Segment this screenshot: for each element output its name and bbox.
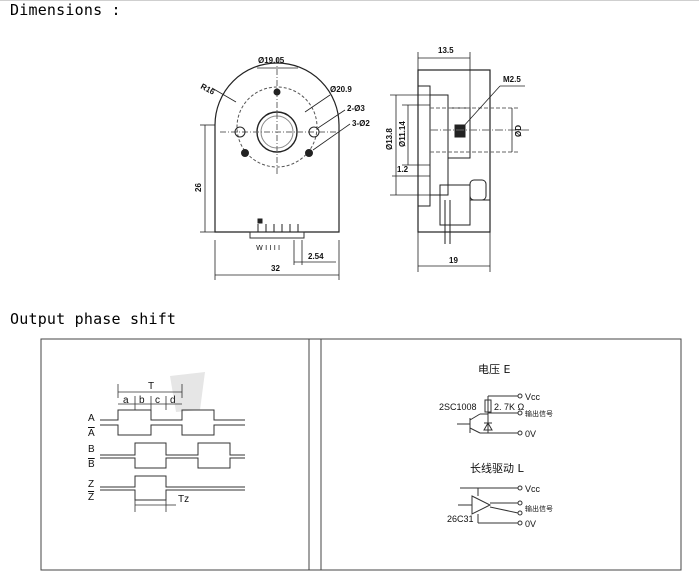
top-rule [0, 0, 699, 1]
voltage-title: 电压 E [478, 363, 510, 376]
signal-b: B [88, 444, 95, 455]
dim-r16: R16 [199, 82, 217, 97]
timing-a: a [123, 395, 129, 406]
vcc-2: Vcc [525, 484, 541, 494]
transistor-2: 26C31 [447, 514, 474, 524]
dim-holes-2: 2-Ø3 [347, 104, 365, 113]
vcc-1: Vcc [525, 392, 541, 402]
dim-holes-3: 3-Ø2 [352, 119, 370, 128]
phase-panel-frame [40, 338, 682, 571]
ground-2: 0V [525, 519, 536, 529]
timing-period: T [148, 381, 154, 392]
ground-1: 0V [525, 429, 536, 439]
dimensions-heading: Dimensions : [10, 1, 121, 19]
pin-labels: W I I I I [256, 244, 280, 252]
resistor-value: 2. 7K Ω [494, 402, 525, 412]
dim-dia-20: Ø20.9 [330, 85, 352, 94]
dim-side-top: 13.5 [438, 46, 454, 55]
signal-z-bar: Z [88, 492, 94, 503]
front-view-drawing [200, 58, 351, 280]
dim-side-d1: Ø13.8 [385, 128, 394, 150]
timing-diagram [100, 372, 245, 512]
phase-shift-heading: Output phase shift [10, 310, 177, 328]
transistor-1: 2SC1008 [439, 402, 477, 412]
timing-b: b [139, 395, 145, 406]
dim-height: 26 [194, 183, 203, 192]
circuit-diagrams [457, 393, 523, 526]
dim-shaft: ØD [514, 125, 523, 137]
timing-c: c [155, 395, 160, 406]
signal-a-bar: A [88, 428, 95, 439]
output-signal-1: 输出信号 [525, 409, 553, 418]
dim-pitch: 2.54 [308, 252, 324, 261]
dim-dia-19: Ø19.05 [258, 56, 285, 65]
signal-b-bar: B [88, 459, 95, 470]
timing-d: d [170, 395, 176, 406]
output-signal-2: 输出信号 [525, 504, 553, 513]
driver-title: 长线驱动 L [470, 461, 524, 475]
dim-width: 32 [271, 264, 280, 273]
dim-side-d2: Ø11.14 [398, 121, 407, 147]
signal-z: Z [88, 479, 94, 490]
dim-screw: M2.5 [503, 75, 521, 84]
side-view-drawing [390, 52, 530, 272]
timing-tz: Tz [178, 494, 189, 505]
dim-offset: 1.2 [397, 165, 409, 174]
signal-a: A [88, 413, 95, 424]
dim-side-width: 19 [449, 256, 458, 265]
